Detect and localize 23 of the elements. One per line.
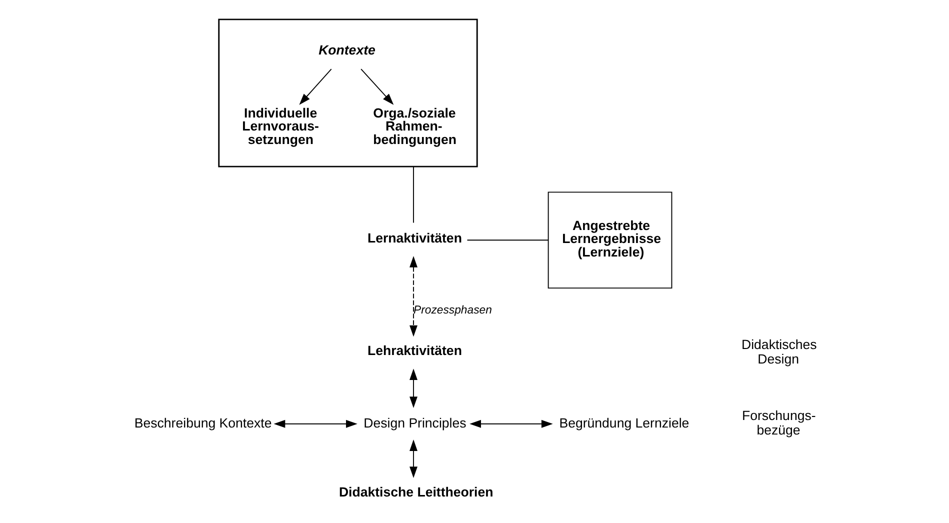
node-text: Design Principles — [364, 415, 466, 430]
arrow — [274, 420, 358, 428]
arrow — [410, 440, 418, 478]
node-text: Orga./soziale Rahmen- bedingungen — [373, 105, 457, 147]
arrow — [410, 368, 418, 408]
connector — [466, 240, 549, 241]
edge-label: Prozessphasen — [414, 304, 492, 316]
arrow — [470, 420, 553, 428]
node-box: Angestrebte Lernergebnisse (Lernziele) — [548, 192, 672, 289]
node-text: Lernaktivitäten — [367, 230, 462, 246]
arrow — [299, 68, 332, 105]
node-text: Lehraktivitäten — [367, 343, 462, 358]
label: Didaktisches Design — [742, 337, 817, 366]
label: Forschungs- bezüge — [742, 408, 816, 438]
cluster — [218, 18, 478, 168]
node-text: Didaktische Leittheorien — [338, 484, 494, 500]
node-text: Individuelle Lernvoraus- setzungen — [242, 105, 319, 147]
node-text: Begründung Lernziele — [559, 415, 690, 430]
connector — [413, 166, 414, 224]
node-text: Beschreibung Kontexte — [134, 415, 272, 430]
node-text: Kontexte — [318, 42, 376, 58]
arrow — [360, 68, 394, 105]
arrow — [410, 256, 418, 337]
